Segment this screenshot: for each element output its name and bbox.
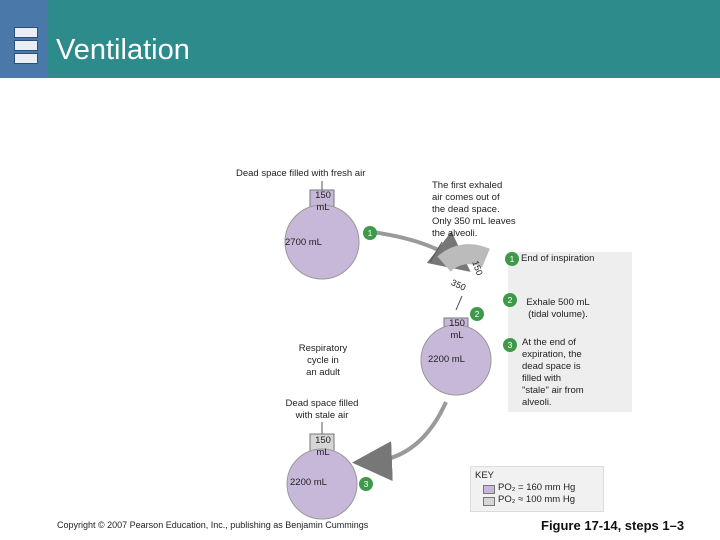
copyright: Copyright © 2007 Pearson Education, Inc.… bbox=[57, 520, 369, 530]
bottom-alveoli bbox=[286, 448, 358, 520]
right-dead-space-volume: 150 mL bbox=[449, 318, 465, 341]
key-item-stale: PO₂ ≈ 100 mm Hg bbox=[498, 494, 576, 505]
step-1-badge: 1 bbox=[505, 252, 519, 266]
right-alveoli bbox=[420, 324, 492, 396]
bottom-caption: Dead space filled with stale air bbox=[285, 398, 359, 421]
step-3-badge: 3 bbox=[503, 338, 517, 352]
step-3-text: At the end of expiration, the dead space… bbox=[522, 337, 584, 408]
note-pointer bbox=[429, 241, 443, 263]
step-panel bbox=[508, 252, 632, 412]
bottom-alveolar-volume: 2200 mL bbox=[290, 477, 327, 488]
logo-stripe-icon bbox=[14, 53, 38, 64]
title-bar: Ventilation bbox=[0, 0, 720, 78]
stale-air-swatch bbox=[483, 497, 495, 506]
key-item-fresh: PO₂ = 160 mm Hg bbox=[498, 482, 576, 493]
top-alveoli bbox=[284, 204, 360, 280]
slide-logo bbox=[0, 0, 48, 78]
logo-stripe-icon bbox=[14, 40, 38, 51]
figure-label: Figure 17-14, steps 1–3 bbox=[541, 518, 685, 533]
bottom-dead-space-volume: 150 mL bbox=[315, 435, 331, 458]
fresh-air-swatch bbox=[483, 485, 495, 494]
step-2-text: Exhale 500 mL (tidal volume). bbox=[526, 297, 590, 320]
arrow-step2-to-3 bbox=[352, 401, 448, 482]
step-2-badge: 2 bbox=[503, 293, 517, 307]
step-1-text: End of inspiration bbox=[521, 253, 595, 264]
logo-stripe-icon bbox=[14, 27, 38, 38]
slide-title: Ventilation bbox=[56, 34, 190, 66]
right-alveolar-volume: 2200 mL bbox=[428, 354, 465, 365]
top-caption: Dead space filled with fresh air bbox=[236, 168, 366, 179]
top-dead-space-volume: 150 mL bbox=[315, 190, 331, 213]
right-step-badge: 2 bbox=[470, 307, 484, 321]
arc-pointer bbox=[455, 295, 463, 311]
legend-key: KEY PO₂ = 160 mm Hg PO₂ ≈ 100 mm Hg bbox=[470, 466, 604, 512]
top-step-badge: 1 bbox=[363, 226, 377, 240]
top-alveolar-volume: 2700 mL bbox=[285, 237, 322, 248]
exhaled-air-arc bbox=[437, 244, 490, 272]
key-title: KEY bbox=[475, 470, 495, 481]
bottom-step-badge: 3 bbox=[359, 477, 373, 491]
respiratory-cycle-label: Respiratory cycle in an adult bbox=[298, 343, 348, 378]
first-exhale-note: The first exhaled air comes out of the d… bbox=[432, 180, 516, 239]
